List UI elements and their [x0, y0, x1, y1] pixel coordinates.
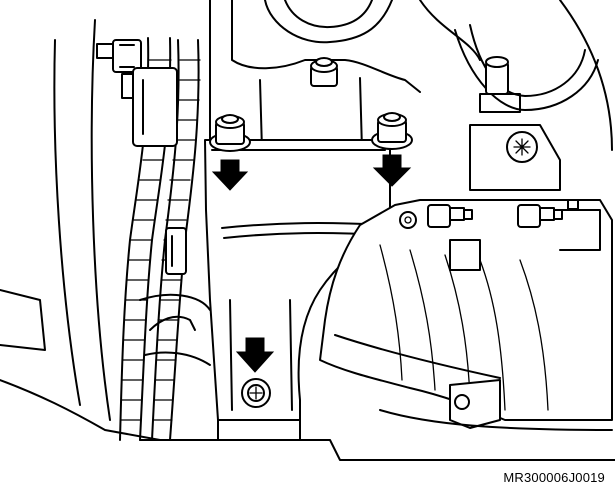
studs: [427, 199, 579, 228]
harness-connector: [165, 227, 187, 275]
engine-block-outline: [209, 0, 613, 151]
left-background-outline: [0, 19, 161, 441]
figure-code-label: MR300006J0019: [503, 470, 605, 485]
wiring-harness: [119, 37, 201, 441]
upper-right-bolt: [479, 56, 521, 113]
right-torx-bolt: [469, 124, 561, 191]
lower-crossmember: [139, 293, 615, 461]
lower-torx-bolt: [241, 378, 271, 408]
arrow-lower-bolt: [235, 337, 275, 373]
upper-left-flange-bolt: [209, 114, 251, 152]
arrow-upper-right-bolt: [372, 154, 412, 187]
shield-lower-bracket: [449, 379, 501, 429]
upper-right-flange-bolt: [371, 112, 413, 150]
arrow-upper-left-bolt: [211, 159, 249, 191]
top-centre-bolt: [310, 57, 338, 87]
